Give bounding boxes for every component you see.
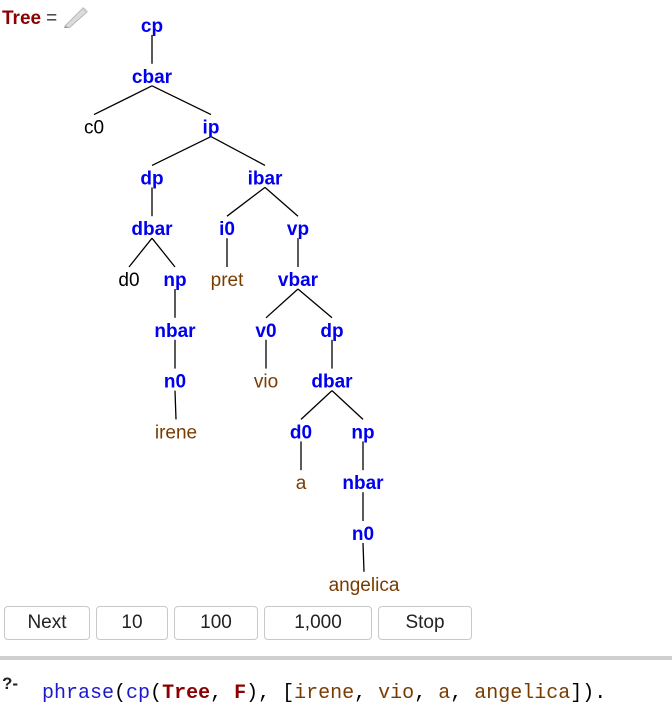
- query-var-tree: Tree: [162, 682, 211, 705]
- answer-panel: Tree = c0 d0 irene n0 nbar np dbar dp pret i0 vio v…: [2, 7, 400, 596]
- query-list-open: [: [282, 682, 295, 705]
- tree-edge: [300, 390, 333, 420]
- tree-edge: [174, 390, 177, 420]
- variable-name: Tree: [2, 8, 42, 29]
- next-10-button[interactable]: 10: [96, 606, 168, 640]
- tree-node-ip: ip: [203, 118, 220, 139]
- tree-node-cbar: cbar: [132, 67, 173, 88]
- tree-edge: [265, 288, 299, 319]
- query-open-paren: (: [114, 682, 127, 705]
- tree-edge: [128, 237, 153, 268]
- equals-sign: =: [46, 8, 58, 29]
- query-open-paren-inner: (: [150, 682, 163, 705]
- tree-edge: [297, 288, 333, 319]
- tree-edge: [226, 186, 266, 217]
- stop-button[interactable]: Stop: [378, 606, 472, 640]
- query-list-sep-3: ,: [450, 682, 475, 705]
- next-1000-button[interactable]: 1,000: [264, 606, 372, 640]
- query-word-1: irene: [294, 682, 355, 705]
- parse-tree: c0 d0 irene n0 nbar np dbar dp pret i0 vio v0 a d0 ang…: [84, 16, 400, 596]
- tree-edge: [264, 186, 299, 217]
- next-100-button[interactable]: 100: [174, 606, 258, 640]
- tree-node-angelica: angelica: [329, 575, 400, 596]
- tree-node-v0: v0: [255, 321, 276, 342]
- tree-node-vio: vio: [254, 372, 278, 393]
- tree-node-cp: cp: [141, 16, 163, 37]
- tree-node-vbar: vbar: [278, 270, 319, 291]
- tree-edge: [93, 85, 153, 116]
- tree-node-np: np: [163, 270, 186, 291]
- query-inner-functor: cp: [126, 682, 151, 705]
- query-word-2: vio: [378, 682, 415, 705]
- query-functor: phrase: [42, 682, 115, 705]
- tree-node-i0: i0: [219, 219, 235, 240]
- pencil-icon[interactable]: [61, 4, 89, 29]
- tree-node-dp: dp: [320, 321, 343, 342]
- tree-node-dbar: dbar: [131, 219, 173, 240]
- tree-node-nbar: nbar: [154, 321, 196, 342]
- tree-node-d0: d0: [118, 270, 139, 291]
- tree-node-c0: c0: [84, 118, 104, 139]
- query-word-3: a: [438, 682, 451, 705]
- binding-header: Tree =: [2, 7, 89, 30]
- tree-node-nbar: nbar: [342, 473, 384, 494]
- query-word-4: angelica: [474, 682, 571, 705]
- query-list-sep-1: ,: [354, 682, 379, 705]
- query-list-close: ]: [570, 682, 583, 705]
- tree-edge: [210, 136, 266, 166]
- tree-node-n0: n0: [352, 524, 374, 545]
- tree-node-a: a: [296, 473, 307, 494]
- query-prompt: ?-: [2, 674, 19, 693]
- query-var-f: F: [234, 682, 247, 705]
- tree-edge: [362, 542, 365, 572]
- tree-edge: [151, 136, 212, 166]
- tree-node-d0: d0: [290, 422, 312, 443]
- tree-node-dbar: dbar: [311, 372, 353, 393]
- tree-node-np: np: [351, 422, 374, 443]
- tree-node-pret: pret: [211, 270, 244, 291]
- tree-edge: [331, 390, 364, 420]
- query-area: ?- phrase(cp(Tree, F), [irene, vio, a, a…: [0, 656, 672, 718]
- query-end: ).: [582, 682, 607, 705]
- tree-edge: [151, 85, 212, 116]
- tree-edge: [151, 237, 176, 268]
- tree-node-vp: vp: [287, 219, 309, 240]
- tree-node-irene: irene: [155, 422, 197, 443]
- query-close-inner: ),: [246, 682, 283, 705]
- query-comma: ,: [210, 682, 235, 705]
- tree-node-ibar: ibar: [248, 168, 283, 189]
- next-button[interactable]: Next: [4, 606, 90, 640]
- query-text[interactable]: phrase(cp(Tree, F), [irene, vio, a, ange…: [42, 682, 606, 705]
- tree-node-dp: dp: [140, 168, 163, 189]
- tree-node-n0: n0: [164, 372, 186, 393]
- query-list-sep-2: ,: [414, 682, 439, 705]
